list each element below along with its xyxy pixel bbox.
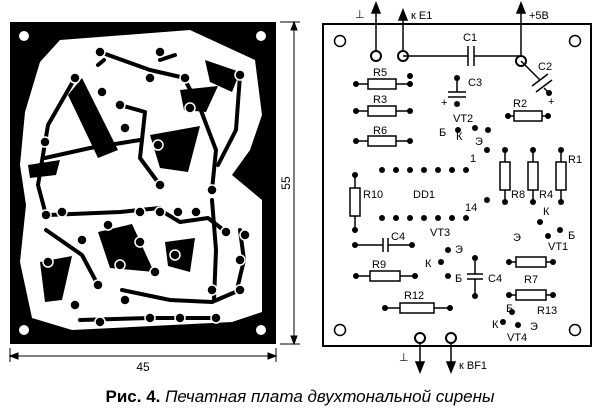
c4-left-label: C4 xyxy=(391,231,405,243)
dd1-pin1-label: 1 xyxy=(470,153,476,165)
figure-caption: Рис. 4. Печатная плата двухтональной сир… xyxy=(0,387,600,407)
ground-terminal-label: ⊥ xyxy=(355,9,365,21)
r4-label: R4 xyxy=(539,189,553,201)
vt3-emitter-label: Э xyxy=(455,244,463,256)
vt1-label: VT1 xyxy=(548,241,568,253)
r12-label: R12 xyxy=(404,290,424,302)
r6-label: R6 xyxy=(373,125,387,137)
r1-label: R1 xyxy=(568,154,582,166)
plus5v-terminal-label: +5В xyxy=(529,10,549,22)
r13-label: R13 xyxy=(537,305,557,317)
vt4-collector-label: К xyxy=(492,319,499,331)
dimension-width-label: 45 xyxy=(136,360,150,374)
r8-label: R8 xyxy=(511,189,525,201)
vt4-label: VT4 xyxy=(507,332,527,344)
vt2-emitter-label: Э xyxy=(475,136,483,148)
terminal-labels: ⊥ к E1 +5В ⊥ к BF1 xyxy=(355,9,549,372)
vt1-collector-label: К xyxy=(543,206,550,218)
vt2-collector-label: К xyxy=(456,131,463,143)
c2-plus-label: + xyxy=(548,96,554,108)
figure-caption-text: Печатная плата двухтональной сирены xyxy=(165,387,495,406)
vt4-emitter-label: Э xyxy=(530,321,538,333)
dd1-pin14-label: 14 xyxy=(465,202,477,214)
vt2-label: VT2 xyxy=(453,113,473,125)
dd1-pins xyxy=(379,167,469,221)
r2-label: R2 xyxy=(513,98,527,110)
vt3-label: VT3 xyxy=(430,227,450,239)
vt2-base-label: Б xyxy=(439,127,446,139)
dimension-height xyxy=(280,20,300,346)
pcb-component-side xyxy=(322,0,592,375)
dimension-width xyxy=(8,348,278,362)
bf1-terminal-label: к BF1 xyxy=(459,360,487,372)
vt3-base-label: Б xyxy=(455,273,462,285)
vt3-collector-label: К xyxy=(425,258,432,270)
transistor-pin-labels: Б К Э К Э Б Э К Б Б К Э xyxy=(425,127,575,333)
c3-label: C3 xyxy=(468,77,482,89)
e1-terminal-label: к E1 xyxy=(411,10,432,22)
dimension-height-label: 55 xyxy=(279,176,293,190)
r5-label: R5 xyxy=(373,67,387,79)
ground-bottom-label: ⊥ xyxy=(399,352,409,364)
figure-number: Рис. 4. xyxy=(105,387,161,406)
vt1-base-label: Б xyxy=(568,230,575,242)
r3-label: R3 xyxy=(373,94,387,106)
dd1-label: DD1 xyxy=(413,189,435,201)
c4-mid-label: C4 xyxy=(488,273,502,285)
pcb-trace-side xyxy=(10,22,276,344)
r9-label: R9 xyxy=(372,259,386,271)
r10-label: R10 xyxy=(363,189,383,201)
component-labels: C1 C2 C3 + + R5 R3 R6 R2 R1 R8 R4 R10 DD… xyxy=(363,32,582,344)
c2-label: C2 xyxy=(538,61,552,73)
c3-plus-label: + xyxy=(441,97,447,109)
r7-label: R7 xyxy=(524,274,538,286)
c1-label: C1 xyxy=(463,32,477,44)
vt4-base-label: Б xyxy=(506,303,513,315)
vt1-emitter-label: Э xyxy=(513,232,521,244)
